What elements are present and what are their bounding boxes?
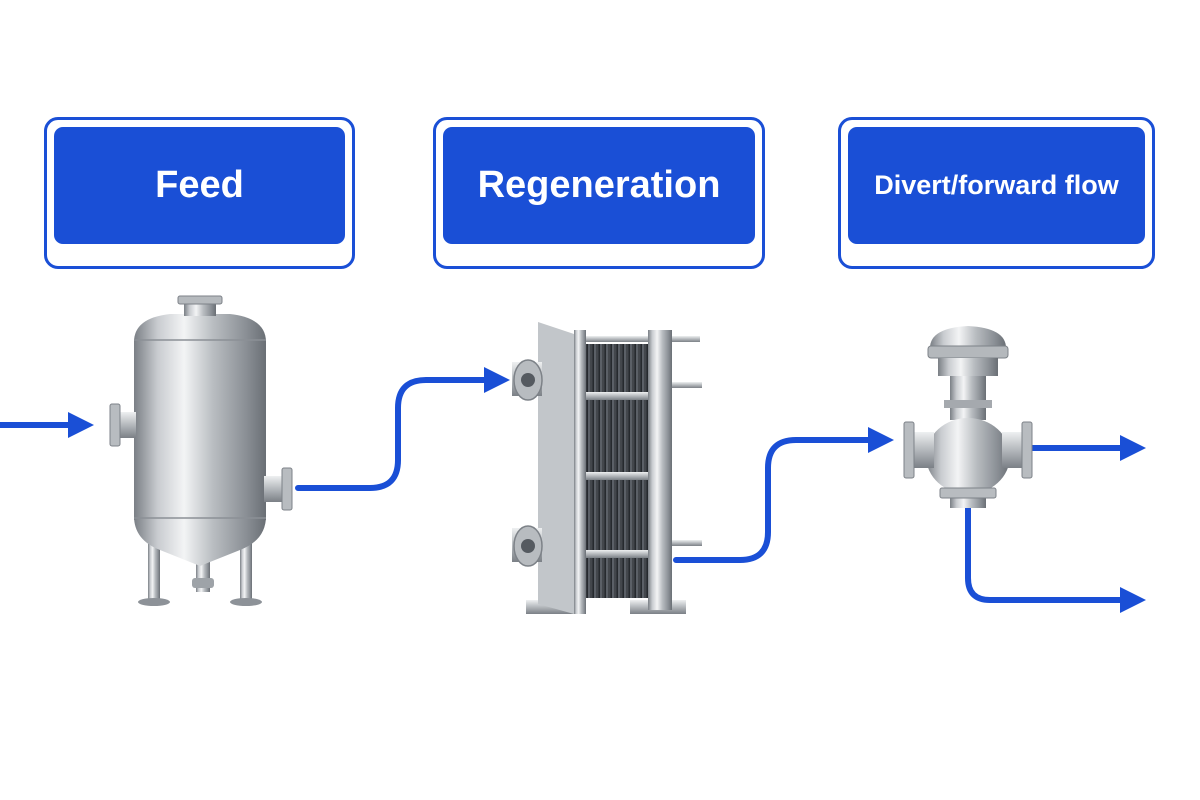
- divert-valve: [903, 326, 1033, 508]
- vessel: [109, 295, 293, 606]
- divert-flow-label: Divert/forward flow: [838, 117, 1155, 269]
- regeneration-label: Regeneration: [433, 117, 765, 269]
- plate-heat-exchanger: [512, 322, 702, 614]
- arrow-feed-inlet: [68, 412, 94, 438]
- divert-flow-label-text: Divert/forward flow: [848, 127, 1145, 244]
- arrow-hx-inlet: [484, 367, 510, 393]
- divert-flow-line: [965, 505, 1125, 603]
- flow-lines: [0, 377, 1125, 603]
- feed-label-text: Feed: [54, 127, 345, 244]
- feed-label: Feed: [44, 117, 355, 269]
- arrow-valve-inlet: [868, 427, 894, 453]
- regeneration-label-text: Regeneration: [443, 127, 755, 244]
- hx-to-valve-line: [673, 437, 875, 563]
- flow-arrowheads: [68, 367, 1146, 613]
- arrow-divert-outlet: [1120, 587, 1146, 613]
- vessel-to-hx-line: [295, 377, 491, 491]
- arrow-forward-outlet: [1120, 435, 1146, 461]
